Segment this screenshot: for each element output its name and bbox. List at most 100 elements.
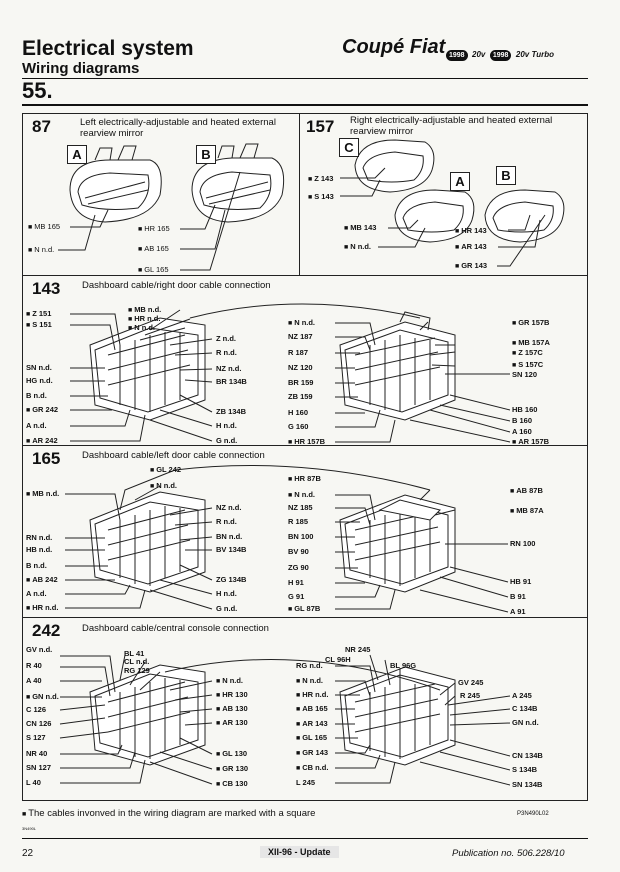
wire-label-s165-midleft-2: BN n.d. [216,532,243,541]
section-165-number: 165 [32,449,61,468]
wire-label-s165-midright-8: G 91 [288,592,305,601]
wire-label-s143-midright-4: BR 159 [288,378,314,387]
wire-label-s143-right-4: SN 120 [512,370,538,379]
wire-label-s165-right-1: MB 87A [510,506,544,515]
wire-label-s165-left-5: A n.d. [26,589,47,598]
wire-label-s242-right-2: BL 96G [390,661,417,670]
wire-label-s143-right-8: AR 157B [512,437,549,446]
label-87-hr165: HR 165 [138,224,169,233]
section-242-title: Dashboard cable/central console connecti… [82,623,269,634]
connector-87-a-tag: A [67,145,87,164]
wire-label-s165-midright-9: GL 87B [288,604,320,613]
wire-label-s242-right-5: A 245 [512,691,532,700]
section-number: 55. [22,78,53,103]
wire-label-s242-midleft-6: CB 130 [216,779,247,788]
wire-label-s143-left-1: S 151 [26,320,52,329]
wire-label-s165-top-1: N n.d. [150,481,177,490]
wire-label-s242-top-1: CL n.d. [124,657,150,666]
wire-label-s165-midright-2: NZ 185 [288,503,313,512]
wire-label-s165-midright-3: R 185 [288,517,309,526]
wire-label-s143-left-4: B n.d. [26,391,47,400]
wire-label-s165-midright-7: H 91 [288,578,304,587]
connector-165-right-drawing [339,494,456,593]
wire-label-s242-right-10: SN 134B [512,780,543,789]
wire-label-s165-midleft-3: BV 134B [216,545,247,554]
wire-label-s242-left-7: NR 40 [26,749,48,758]
wire-label-s143-midleft-2: NZ n.d. [216,364,242,373]
wire-label-s242-left-3: GN n.d. [26,692,59,701]
wire-label-s143-right-6: B 160 [512,416,533,425]
label-157-z143: Z 143 [308,174,333,183]
wire-label-s165-left-1: RN n.d. [26,533,53,542]
wire-label-s165-right-4: B 91 [510,592,526,601]
connector-157c-drawing [354,139,435,193]
wire-label-s242-right-7: GN n.d. [512,718,539,727]
wire-label-s242-midright-8: L 245 [296,778,316,787]
wire-label-s143-left-7: AR 242 [26,436,57,445]
section-165-title: Dashboard cable/left door cable connecti… [82,450,265,461]
page-title: Electrical system [22,37,194,60]
label-157-n: N n.d. [344,242,371,251]
engine-1-label: 20v [472,50,486,59]
wire-label-s143-left-5: GR 242 [26,405,58,414]
wire-label-s143-left-6: A n.d. [26,421,47,430]
wire-label-s143-right-7: A 160 [512,427,532,436]
section-143-title: Dashboard cable/right door cable connect… [82,280,271,291]
engine-year-badge: 1998 [446,50,468,61]
wire-label-s242-midright-5: GL 165 [296,733,327,742]
section-157-number: 157 [306,117,335,136]
footnote: The cables invonved in the wiring diagra… [22,808,315,819]
wire-label-s143-midright-0: N n.d. [288,318,315,327]
wire-label-s143-midright-6: H 160 [288,408,309,417]
wire-label-s165-midright-4: BN 100 [288,532,314,541]
wire-label-s143-right-0: GR 157B [512,318,549,327]
wire-label-s242-midleft-3: AR 130 [216,718,247,727]
label-87-gl165: GL 165 [138,265,168,274]
wire-label-s242-midright-3: AB 165 [296,704,327,713]
wire-label-s165-midright-6: ZG 90 [288,563,309,572]
wire-label-s242-midleft-5: GR 130 [216,764,248,773]
label-157-gr143: GR 143 [455,261,487,270]
top-vertical-divider [299,113,300,275]
connector-157-c-tag: C [339,138,359,157]
wire-label-s143-right-3: S 157C [512,360,543,369]
wire-label-s242-left-2: A 40 [26,676,42,685]
wire-label-s165-left-3: B n.d. [26,561,47,570]
wire-label-s165-left-2: HB n.d. [26,545,53,554]
wire-label-s242-right-9: S 134B [512,765,538,774]
wire-label-s242-midright-1: N n.d. [296,676,323,685]
connector-242-left-drawing [89,664,206,766]
wire-label-s242-left-0: GV n.d. [26,645,53,654]
wire-label-s143-right-1: MB 157A [512,338,550,347]
wire-label-s143-top-1: HR n.d. [128,314,160,323]
wire-label-s143-midleft-5: H n.d. [216,421,237,430]
connector-242-right-drawing [339,666,456,766]
wire-label-s165-midleft-4: ZG 134B [216,575,247,584]
wire-label-s242-right-6: C 134B [512,704,538,713]
connector-157-b-tag: B [496,166,516,185]
wire-label-s165-right-0: AB 87B [510,486,543,495]
wire-label-s242-midleft-0: N n.d. [216,676,243,685]
wire-label-s242-right-1: CL 96H [325,655,351,664]
wire-label-s242-midleft-2: AB 130 [216,704,247,713]
wire-label-s143-midright-3: NZ 120 [288,363,313,372]
wire-label-s165-left-6: HR n.d. [26,603,58,612]
engine-year-badge-2: 1998 [489,50,512,61]
engine-2-label: 20v Turbo [515,50,554,59]
tiny-code: 3N490L [22,826,37,831]
page-subtitle: Wiring diagrams [22,60,140,77]
section-242-number: 242 [32,621,61,640]
wire-label-s143-right-5: HB 160 [512,405,538,414]
wire-label-s165-midleft-5: H n.d. [216,589,237,598]
diagram-frame [22,113,588,801]
wire-label-s242-left-6: S 127 [26,733,46,742]
wire-label-s242-midright-2: HR n.d. [296,690,328,699]
label-157-s143: S 143 [308,192,334,201]
wire-label-s242-right-8: CN 134B [512,751,543,760]
wire-label-s242-midleft-4: GL 130 [216,749,247,758]
connector-87-b-tag: B [196,145,216,164]
wire-label-s143-right-2: Z 157C [512,348,543,357]
wire-label-s143-midright-5: ZB 159 [288,392,313,401]
wire-label-s143-midleft-4: ZB 134B [216,407,247,416]
wire-label-s242-midright-7: CB n.d. [296,763,328,772]
